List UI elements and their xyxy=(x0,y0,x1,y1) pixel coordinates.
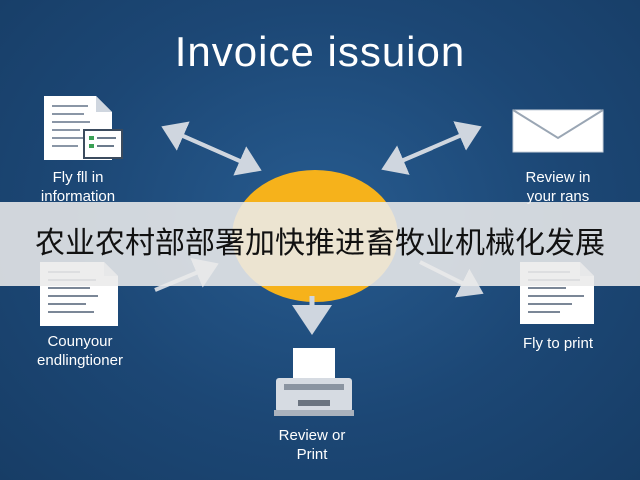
label-bottom-right-line1: Fly to print xyxy=(522,335,594,352)
label-bottom-left-line2: endlingtioner xyxy=(37,352,123,369)
label-top-left: Fly fll in information xyxy=(18,168,138,206)
arrow-top-left xyxy=(161,121,262,176)
envelope-icon xyxy=(512,109,604,153)
label-bottom-center-line1: Review or xyxy=(278,427,346,444)
label-top-right: Review in your rans xyxy=(498,168,618,206)
label-bottom-right: Fly to print xyxy=(498,334,618,353)
label-bottom-left-line1: Counyour xyxy=(47,333,113,350)
label-top-right-line2: your rans xyxy=(526,188,590,205)
label-bottom-left: Counyour endlingtioner xyxy=(10,332,150,370)
label-bottom-center: Review or Print xyxy=(252,426,372,464)
printer-icon xyxy=(274,348,354,416)
label-top-right-line1: Review in xyxy=(525,169,591,186)
label-top-left-line2: information xyxy=(40,188,116,205)
diagram-title: Invoice issuion xyxy=(174,28,466,75)
overlay-banner-text: 农业农村部部署加快推进畜牧业机械化发展 xyxy=(35,226,605,261)
overlay-banner: 农业农村部部署加快推进畜牧业机械化发展 xyxy=(0,202,640,286)
label-top-left-line1: Fly fll in xyxy=(52,169,104,186)
arrow-top-right xyxy=(381,121,482,175)
document-form-icon xyxy=(44,96,123,160)
label-bottom-center-line2: Print xyxy=(296,446,328,463)
